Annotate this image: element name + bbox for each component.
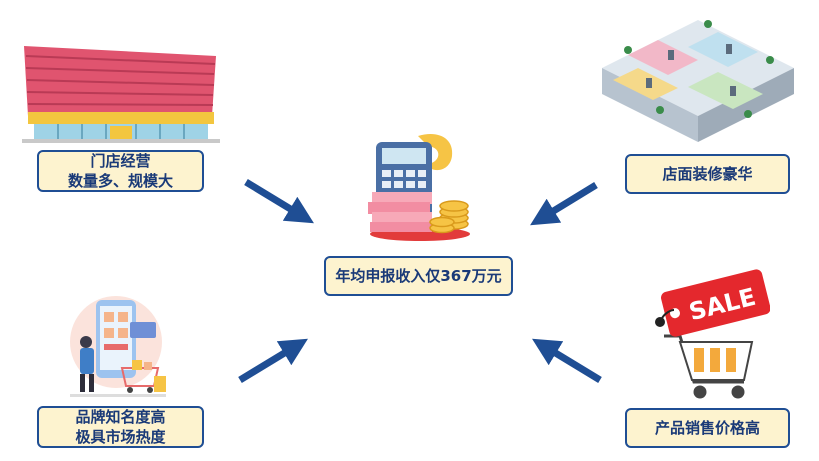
store-interior-illustration (602, 20, 794, 142)
store-decoration-line1: 店面装修豪华 (662, 165, 753, 183)
brand-awareness-box: 品牌知名度高 极具市场热度 (37, 406, 204, 448)
arrow-bottom-right (532, 338, 602, 383)
store-operation-box: 门店经营 数量多、规模大 (37, 150, 204, 192)
brand-awareness-line1: 品牌知名度高 (75, 408, 166, 426)
money-calculator-illustration (368, 134, 470, 241)
store-decoration-box: 店面装修豪华 (625, 154, 790, 194)
store-operation-line2: 数量多、规模大 (67, 172, 173, 190)
annual-income-label: 年均申报收入仅367万元 (335, 267, 502, 285)
storefront-illustration (22, 46, 220, 143)
store-operation-line1: 门店经营 (90, 152, 151, 170)
product-price-box: 产品销售价格高 (625, 408, 790, 448)
product-price-line1: 产品销售价格高 (654, 419, 760, 437)
sale-cart-illustration: SALE (655, 269, 770, 399)
arrow-top-right (530, 182, 598, 226)
brand-awareness-line2: 极具市场热度 (75, 428, 166, 446)
annual-income-box: 年均申报收入仅367万元 (324, 256, 513, 296)
arrow-bottom-left (238, 338, 308, 383)
arrow-top-left (244, 179, 314, 224)
online-shopping-illustration (70, 296, 166, 397)
